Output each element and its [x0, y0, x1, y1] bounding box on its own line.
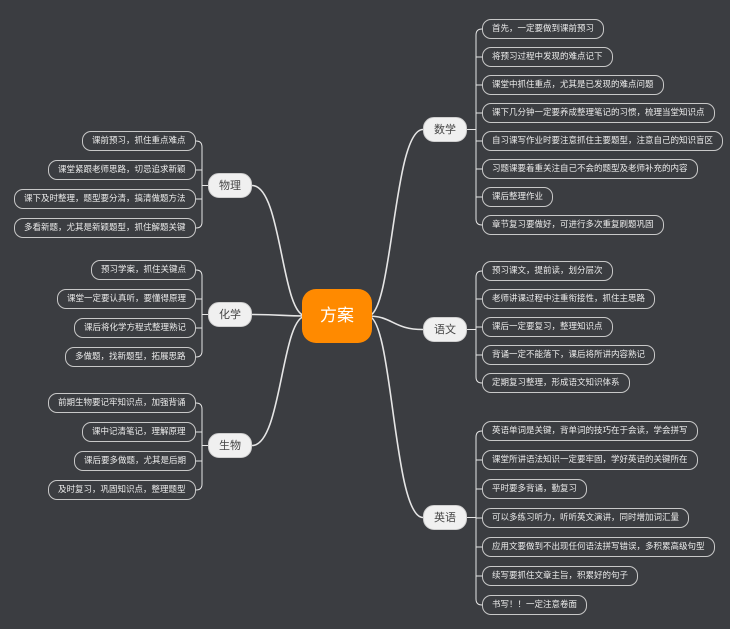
- connector-line: [251, 184, 307, 317]
- leaf-label: 书写！！一定注意卷面: [492, 600, 578, 610]
- connector-line: [195, 140, 203, 148]
- leaf-english-4[interactable]: 可以多练习听力，听听英文演讲，同时增加词汇量: [482, 508, 690, 528]
- leaf-math-6[interactable]: 习题课要着重关注自己不会的题型及老师补充的内容: [482, 159, 698, 179]
- leaf-label: 自习课写作业时要注意抓住主要题型，注意自己的知识盲区: [492, 136, 714, 146]
- leaf-label: 定期复习整理，形成语文知识体系: [492, 378, 620, 388]
- leaf-math-5[interactable]: 自习课写作业时要注意抓住主要题型，注意自己的知识盲区: [482, 131, 724, 151]
- branch-node-math[interactable]: 数学: [423, 117, 467, 142]
- leaf-label: 课后要多做题，尤其是后期: [84, 456, 187, 466]
- branch-label: 物理: [219, 179, 241, 192]
- leaf-english-5[interactable]: 应用文要做到不出现任何语法拼写错误，多积累高级句型: [482, 537, 715, 557]
- leaf-physics-2[interactable]: 课堂紧跟老师思路，切忌追求新颖: [48, 160, 196, 180]
- leaf-biology-1[interactable]: 前期生物要记牢知识点，加强背诵: [48, 393, 196, 413]
- leaf-biology-3[interactable]: 课后要多做题，尤其是后期: [74, 451, 197, 471]
- leaf-chemistry-2[interactable]: 课堂一定要认真听，要懂得原理: [57, 289, 197, 309]
- leaf-chemistry-3[interactable]: 课后将化学方程式整理熟记: [74, 318, 197, 338]
- connector-line: [195, 269, 203, 277]
- leaf-label: 课后整理作业: [492, 192, 544, 202]
- leaf-physics-1[interactable]: 课前预习，抓住重点难点: [82, 131, 196, 151]
- connector-line: [195, 350, 203, 358]
- connector-line: [475, 270, 483, 278]
- connector-line: [251, 313, 307, 317]
- branch-node-chemistry[interactable]: 化学: [208, 302, 252, 327]
- branch-node-physics[interactable]: 物理: [208, 173, 252, 198]
- leaf-english-3[interactable]: 平时要多背诵，勤复习: [482, 479, 588, 499]
- leaf-biology-2[interactable]: 课中记清笔记，理解原理: [82, 422, 196, 442]
- connector-line: [195, 221, 203, 229]
- leaf-label: 课堂中抓住重点，尤其是已发现的难点问题: [492, 80, 654, 90]
- leaf-label: 及时复习，巩固知识点，整理题型: [58, 485, 186, 495]
- leaf-label: 背诵一定不能落下，课后将所讲内容熟记: [492, 350, 646, 360]
- root-node[interactable]: 方案: [302, 289, 372, 343]
- leaf-label: 多看新题，尤其是新颖题型，抓住解题关键: [24, 223, 186, 233]
- leaf-chinese-3[interactable]: 课后一定要复习，整理知识点: [482, 317, 613, 337]
- leaf-math-2[interactable]: 将预习过程中发现的难点记下: [482, 47, 613, 67]
- leaf-label: 课前预习，抓住重点难点: [92, 136, 186, 146]
- leaf-label: 课中记清笔记，理解原理: [92, 427, 186, 437]
- leaf-label: 续写要抓住文章主旨，积累好的句子: [492, 571, 629, 581]
- connector-line: [475, 598, 483, 606]
- leaf-label: 首先，一定要做到课前预习: [492, 24, 595, 34]
- leaf-math-8[interactable]: 章节复习要做好，可进行多次重复刷题巩固: [482, 215, 664, 235]
- leaf-label: 课堂所讲语法知识一定要牢固，学好英语的关键所在: [492, 455, 688, 465]
- leaf-chemistry-4[interactable]: 多做题，找新题型，拓展思路: [65, 347, 196, 367]
- leaf-biology-4[interactable]: 及时复习，巩固知识点，整理题型: [48, 480, 196, 500]
- leaf-label: 老师讲课过程中注重衔接性，抓住主思路: [492, 294, 646, 304]
- leaf-label: 章节复习要做好，可进行多次重复刷题巩固: [492, 220, 654, 230]
- connector-line: [367, 315, 424, 331]
- connector-line: [251, 315, 307, 447]
- leaf-label: 课下及时整理，题型要分清，搞清做题方法: [24, 194, 186, 204]
- leaf-label: 课堂紧跟老师思路，切忌追求新颖: [58, 165, 186, 175]
- connector-line: [367, 315, 424, 519]
- leaf-label: 预习学案，抓住关键点: [101, 265, 187, 275]
- leaf-label: 课下几分钟一定要养成整理笔记的习惯，梳理当堂知识点: [492, 108, 705, 118]
- branch-node-biology[interactable]: 生物: [208, 433, 252, 458]
- leaf-chinese-5[interactable]: 定期复习整理，形成语文知识体系: [482, 373, 630, 393]
- leaf-label: 将预习过程中发现的难点记下: [492, 52, 603, 62]
- leaf-label: 课后一定要复习，整理知识点: [492, 322, 603, 332]
- root-label: 方案: [320, 306, 354, 326]
- connector-line: [475, 430, 483, 438]
- leaf-label: 课后将化学方程式整理熟记: [84, 323, 187, 333]
- leaf-label: 前期生物要记牢知识点，加强背诵: [58, 398, 186, 408]
- leaf-english-1[interactable]: 英语单词是关键，背单词的技巧在于会读，学会拼写: [482, 421, 698, 441]
- leaf-label: 可以多练习听力，听听英文演讲，同时增加词汇量: [492, 513, 680, 523]
- leaf-label: 英语单词是关键，背单词的技巧在于会读，学会拼写: [492, 426, 688, 436]
- branch-label: 语文: [434, 323, 456, 336]
- leaf-label: 课堂一定要认真听，要懂得原理: [67, 294, 187, 304]
- leaf-label: 习题课要着重关注自己不会的题型及老师补充的内容: [492, 164, 688, 174]
- connector-line: [475, 218, 483, 226]
- leaf-label: 平时要多背诵，勤复习: [492, 484, 578, 494]
- connector-line: [475, 376, 483, 384]
- branch-label: 生物: [219, 439, 241, 452]
- leaf-chinese-4[interactable]: 背诵一定不能落下，课后将所讲内容熟记: [482, 345, 656, 365]
- leaf-math-7[interactable]: 课后整理作业: [482, 187, 554, 207]
- leaf-chinese-2[interactable]: 老师讲课过程中注重衔接性，抓住主思路: [482, 289, 656, 309]
- connector-line: [195, 483, 203, 491]
- leaf-english-7[interactable]: 书写！！一定注意卷面: [482, 595, 588, 615]
- branch-label: 英语: [434, 511, 456, 524]
- leaf-physics-3[interactable]: 课下及时整理，题型要分清，搞清做题方法: [14, 189, 196, 209]
- branch-label: 化学: [219, 308, 241, 321]
- leaf-label: 多做题，找新题型，拓展思路: [75, 352, 186, 362]
- leaf-math-4[interactable]: 课下几分钟一定要养成整理笔记的习惯，梳理当堂知识点: [482, 103, 715, 123]
- connector-line: [475, 28, 483, 36]
- leaf-label: 应用文要做到不出现任何语法拼写错误，多积累高级句型: [492, 542, 705, 552]
- branch-label: 数学: [434, 123, 456, 136]
- leaf-math-1[interactable]: 首先，一定要做到课前预习: [482, 19, 605, 39]
- branch-node-english[interactable]: 英语: [423, 505, 467, 530]
- leaf-chinese-1[interactable]: 预习课文，提前读，划分层次: [482, 261, 613, 281]
- connector-line: [367, 128, 424, 317]
- connector-line: [195, 402, 203, 410]
- branch-node-chinese[interactable]: 语文: [423, 317, 467, 342]
- leaf-chemistry-1[interactable]: 预习学案，抓住关键点: [91, 260, 197, 280]
- leaf-math-3[interactable]: 课堂中抓住重点，尤其是已发现的难点问题: [482, 75, 664, 95]
- leaf-english-2[interactable]: 课堂所讲语法知识一定要牢固，学好英语的关键所在: [482, 450, 698, 470]
- leaf-physics-4[interactable]: 多看新题，尤其是新颖题型，抓住解题关键: [14, 218, 196, 238]
- leaf-label: 预习课文，提前读，划分层次: [492, 266, 603, 276]
- leaf-english-6[interactable]: 续写要抓住文章主旨，积累好的句子: [482, 566, 639, 586]
